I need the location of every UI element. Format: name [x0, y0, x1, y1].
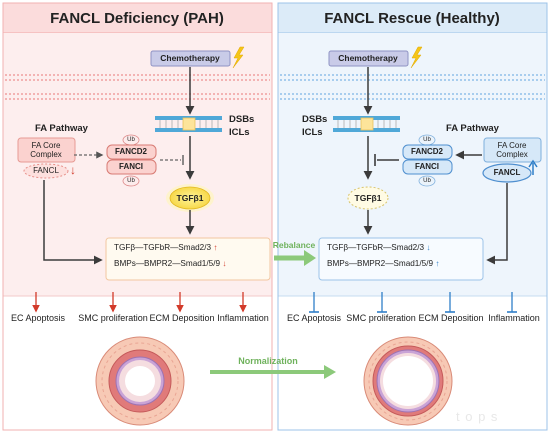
- dsbs-label-right: DSBs: [302, 114, 328, 125]
- fanci-box-left: [106, 159, 157, 175]
- membrane-band-right: [280, 74, 545, 100]
- fancd2-label-left: FANCD2: [114, 147, 148, 156]
- signaling-line-1-left: TGFβ—TGFbR—Smad2/3 ↑: [114, 243, 218, 252]
- fancl-label-left: FANCL: [33, 166, 59, 175]
- arrow-fancl-to-signaling-left: [43, 180, 103, 265]
- chemotherapy-pill-right: [328, 50, 409, 67]
- outcome-ec-apoptosis-right: EC Apoptosis: [286, 313, 342, 323]
- rebalance-label: Rebalance: [272, 240, 316, 250]
- normalization-label: Normalization: [238, 356, 298, 366]
- fa-core-complex-box-left: [17, 137, 76, 163]
- pah-title: FANCL Deficiency (PAH): [50, 10, 224, 27]
- ub-label-right-bottom: Ub: [423, 178, 431, 184]
- fa-core-complex-line1-right: FA Core: [497, 141, 527, 150]
- outcome-inhibitors-right: [309, 292, 517, 313]
- outcome-inflammation-left: Inflammation: [217, 313, 269, 323]
- signaling-box-left: [105, 237, 271, 281]
- fa-core-complex-line2-left: Complex: [30, 150, 62, 159]
- fancl-ellipse-left: [23, 163, 69, 179]
- fancl-down-arrow-left: ↓: [70, 163, 76, 177]
- dna-ladder-right: [333, 116, 400, 132]
- fancd2-label-right: FANCD2: [410, 147, 444, 156]
- tgfb1-right: [347, 186, 389, 210]
- outcome-ecm-deposition-right: ECM Deposition: [418, 313, 484, 323]
- fancd2-box-right: [402, 144, 453, 160]
- icls-label-right: ICLs: [302, 127, 323, 138]
- up-arrow-icon: ↑: [213, 243, 218, 252]
- signaling-line-2-left: BMPs—BMPR2—Smad1/5/9 ↓: [114, 259, 227, 268]
- fa-core-complex-box-right: [483, 137, 542, 163]
- fa-pathway-label-left: FA Pathway: [35, 123, 88, 134]
- outcome-inflammation-right: Inflammation: [488, 313, 540, 323]
- normalization-arrow-icon: [324, 365, 336, 379]
- fanci-box-right: [402, 159, 453, 175]
- signaling-text-right: TGFβ—TGFbR—Smad2/3 ↓ BMPs—BMPR2—Smad1/5/…: [327, 242, 439, 269]
- ub-left-bottom: [122, 175, 140, 187]
- tgfb1-left: [169, 186, 211, 210]
- signaling-line-1-right: TGFβ—TGFbR—Smad2/3 ↓: [327, 243, 431, 252]
- vessel-pah: [95, 336, 185, 426]
- signaling-box-right: [318, 237, 484, 281]
- arrow-fancl-to-signaling-right: [486, 183, 508, 265]
- fa-pathway-label-right: FA Pathway: [446, 123, 499, 134]
- fanci-label-right: FANCI: [415, 162, 439, 171]
- dsbs-label-left: DSBs: [229, 114, 255, 125]
- ub-label-right-top: Ub: [423, 137, 431, 143]
- tgfb1-label-right: TGFβ1: [354, 193, 382, 203]
- down-arrow-icon: ↓: [222, 259, 227, 268]
- vessel-healthy: [363, 336, 453, 426]
- down-arrow-icon: ↓: [426, 243, 431, 252]
- fancl-label-right: FANCL: [493, 168, 521, 177]
- fanci-label-left: FANCI: [119, 162, 143, 171]
- ub-label-left-bottom: Ub: [127, 178, 135, 184]
- tgfb1-label-left: TGFβ1: [176, 193, 204, 203]
- fa-core-complex-line2-right: Complex: [496, 150, 528, 159]
- icls-label-left: ICLs: [229, 127, 250, 138]
- signaling-text-left: TGFβ—TGFbR—Smad2/3 ↑ BMPs—BMPR2—Smad1/5/…: [114, 242, 226, 269]
- dna-ladder-left: [155, 116, 222, 132]
- rebalance-arrow-icon: [304, 250, 316, 266]
- healthy-title: FANCL Rescue (Healthy): [324, 10, 500, 27]
- outcome-smc-proliferation-right: SMC proliferation: [346, 313, 416, 323]
- chemotherapy-label-right: Chemotherapy: [338, 53, 398, 63]
- watermark: t o p s: [456, 409, 499, 424]
- ub-label-left-top: Ub: [127, 137, 135, 143]
- chemotherapy-label-left: Chemotherapy: [160, 53, 220, 63]
- membrane-band-left: [5, 74, 270, 100]
- chemotherapy-pill-left: [150, 50, 231, 67]
- ub-right-bottom: [418, 175, 436, 187]
- outcome-ecm-deposition-left: ECM Deposition: [149, 313, 215, 323]
- outcome-arrows-left: [32, 292, 247, 313]
- fa-core-complex-line1-left: FA Core: [31, 141, 61, 150]
- fancl-ellipse-right: [482, 163, 532, 183]
- lightning-bolt-icon: [410, 46, 423, 69]
- fancd2-box-left: [106, 144, 157, 160]
- outcome-ec-apoptosis-left: EC Apoptosis: [10, 313, 66, 323]
- up-arrow-icon: ↑: [435, 259, 440, 268]
- lightning-bolt-icon: [232, 46, 245, 69]
- outcome-smc-proliferation-left: SMC proliferation: [78, 313, 148, 323]
- signaling-line-2-right: BMPs—BMPR2—Smad1/5/9 ↑: [327, 259, 440, 268]
